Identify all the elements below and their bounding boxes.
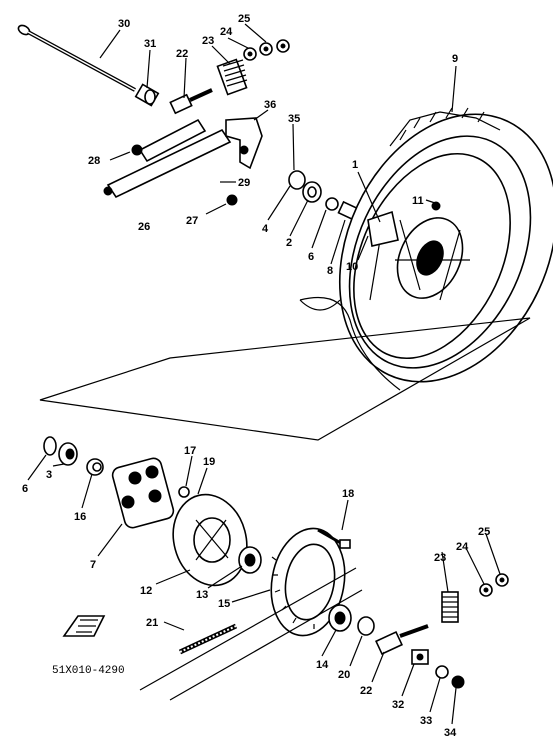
callout-7: 7 — [90, 559, 96, 571]
bearing-14 — [328, 604, 352, 632]
callout-9: 9 — [452, 53, 458, 65]
callout-18: 18 — [342, 488, 354, 500]
rear-wheel — [299, 107, 553, 391]
callout-24-lower: 24 — [456, 541, 469, 553]
callout-25-lower: 25 — [478, 526, 490, 538]
callout-2: 2 — [286, 237, 292, 249]
callout-35: 35 — [288, 113, 300, 125]
washer-33 — [435, 665, 449, 679]
callout-24-upper: 24 — [220, 26, 233, 38]
callout-8: 8 — [327, 265, 333, 277]
washer-17 — [178, 486, 190, 498]
callout-labels: 30 31 22 23 24 25 9 36 35 28 29 26 27 4 … — [22, 13, 490, 739]
callout-6-upper: 6 — [308, 251, 314, 263]
callout-27: 27 — [186, 215, 198, 227]
callout-28: 28 — [88, 155, 100, 167]
puller-plate — [411, 649, 429, 665]
callout-6-lower: 6 — [22, 483, 28, 495]
callout-20: 20 — [338, 669, 350, 681]
callout-12: 12 — [140, 585, 152, 597]
brake-bracket — [225, 117, 263, 170]
callout-36: 36 — [264, 99, 276, 111]
coil-spring-lower — [441, 591, 459, 623]
callout-34: 34 — [444, 727, 457, 739]
sprocket-bolt — [317, 528, 351, 549]
callout-11: 11 — [412, 195, 424, 207]
axle-rod — [17, 24, 136, 92]
washer-20 — [357, 616, 375, 636]
callout-22-upper: 22 — [176, 48, 188, 60]
washer-set-upper — [243, 39, 290, 61]
oil-seal-ring — [43, 436, 57, 456]
callout-13: 13 — [196, 589, 208, 601]
callout-10: 10 — [346, 261, 358, 273]
callout-15: 15 — [218, 598, 230, 610]
bearing-3 — [58, 442, 78, 466]
callout-22-lower: 22 — [360, 685, 372, 697]
pivot-shaft — [103, 118, 232, 199]
callout-31: 31 — [144, 38, 156, 50]
callout-19: 19 — [203, 456, 215, 468]
callout-16: 16 — [74, 511, 86, 523]
adjuster-lower — [375, 624, 429, 656]
callout-1: 1 — [352, 159, 358, 171]
callout-23-lower: 23 — [434, 552, 446, 564]
callout-32: 32 — [392, 699, 404, 711]
axle-collar — [134, 83, 160, 107]
wheel-plane-outline — [39, 317, 531, 441]
callout-30: 30 — [118, 18, 130, 30]
callout-14: 14 — [316, 659, 329, 671]
nut-34 — [451, 675, 465, 689]
callout-3: 3 — [46, 469, 52, 481]
front-arrow-icon — [62, 615, 106, 637]
coil-spring — [216, 58, 248, 96]
adjuster-bolt — [169, 88, 213, 115]
small-nut-27 — [226, 194, 238, 206]
bearing-13 — [238, 546, 262, 574]
leader-lines — [27, 23, 501, 725]
chain-line — [139, 567, 363, 701]
callout-25-upper: 25 — [238, 13, 250, 25]
callout-17: 17 — [184, 445, 196, 457]
callout-21: 21 — [146, 617, 158, 629]
collar-16 — [86, 458, 104, 476]
callout-26: 26 — [138, 221, 150, 233]
hub-damper — [111, 457, 175, 529]
small-nut-28 — [131, 144, 143, 156]
callout-23-upper: 23 — [202, 35, 214, 47]
callout-33: 33 — [420, 715, 432, 727]
sprocket-hub — [172, 493, 248, 587]
part-code: 51X010-4290 — [52, 665, 125, 677]
callout-4: 4 — [262, 223, 269, 235]
callout-29: 29 — [238, 177, 250, 189]
washer-set-lower — [479, 573, 509, 597]
lower-axle — [178, 623, 238, 655]
